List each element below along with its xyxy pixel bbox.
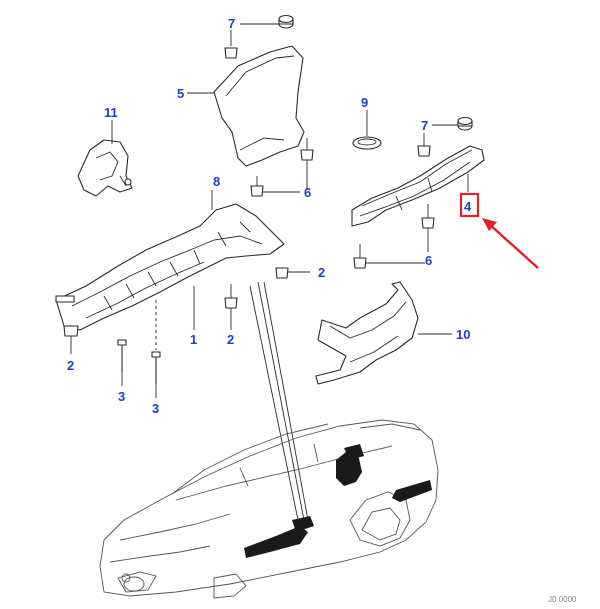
highlight-arrow: [488, 223, 539, 269]
grommets-6-upper: [250, 138, 314, 197]
grommets-6-right: [353, 204, 435, 269]
callout-2-middle: 2: [227, 332, 234, 347]
bracket-10: [315, 281, 452, 385]
heat-shield-upper: [187, 45, 305, 167]
callout-1: 1: [190, 332, 197, 347]
callout-7-top: 7: [228, 16, 235, 31]
callout-3-right: 3: [152, 401, 159, 416]
callout-8: 8: [213, 174, 220, 189]
callout-7-right: 7: [421, 118, 428, 133]
callout-6-right: 6: [425, 253, 432, 268]
ring-9: [352, 110, 382, 150]
location-lines: [249, 281, 309, 521]
callout-11: 11: [104, 105, 118, 120]
callout-10: 10: [456, 327, 470, 342]
callout-5: 5: [177, 86, 184, 101]
highlight-annotation: [459, 192, 539, 269]
arrow-head-icon: [482, 218, 497, 231]
callout-2-left: 2: [67, 358, 74, 373]
callout-6-upper: 6: [304, 185, 311, 200]
figure-code: J0 0000: [548, 595, 577, 604]
nut-7-right: [417, 116, 473, 157]
callout-4: 4: [464, 199, 472, 214]
callout-9: 9: [361, 95, 368, 110]
heat-shield-lower: [55, 190, 285, 331]
vehicle-outline: [99, 419, 439, 599]
highlight-box: [459, 192, 480, 218]
callout-3-left: 3: [118, 389, 125, 404]
fasteners-lower: [63, 267, 310, 398]
nut-7-top: [224, 14, 294, 59]
callout-labels: 7 5 11 9 7 8 6 6 2 1 2 2 3 3 10 4: [67, 16, 472, 416]
heat-shield-right: [351, 145, 485, 227]
callout-2-right: 2: [318, 265, 325, 280]
shield-11: [77, 120, 133, 197]
